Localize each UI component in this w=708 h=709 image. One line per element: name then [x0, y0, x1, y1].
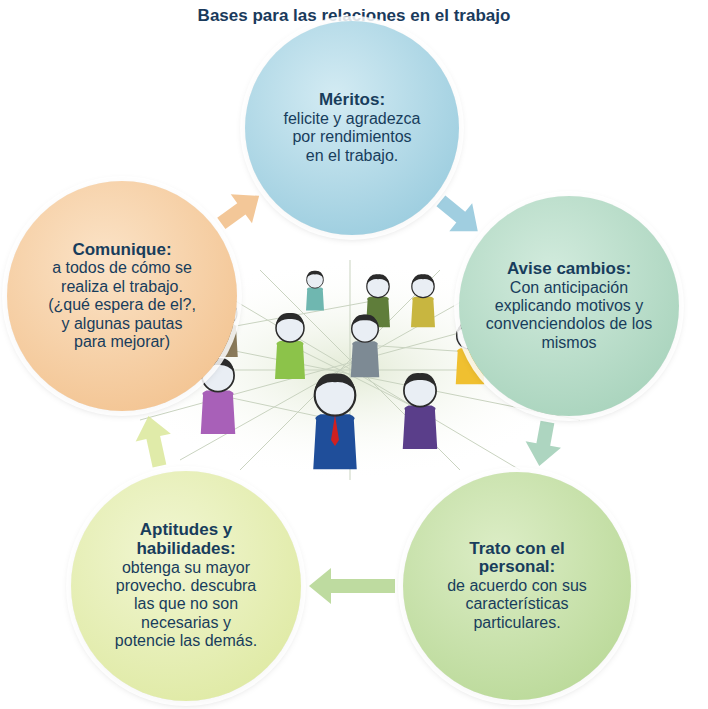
cycle-arrow	[136, 416, 171, 467]
topic-circle: Avise cambios:Con anticipación explicand…	[459, 196, 679, 416]
circle-body: felicite y agradezca por rendimientos en…	[282, 110, 422, 165]
topic-circle: Comunique:a todos de cómo se realiza el …	[7, 181, 237, 411]
circle-body: a todos de cómo se realiza el trabajo. (…	[47, 259, 197, 351]
cycle-arrow	[309, 568, 395, 604]
circle-text: Comunique:a todos de cómo se realiza el …	[47, 241, 197, 352]
cycle-arrow	[217, 194, 259, 229]
circle-body: de acuerdo con sus características parti…	[437, 577, 597, 632]
cycle-arrow	[436, 196, 477, 232]
circle-heading: Trato con el personal:	[437, 540, 597, 577]
circle-heading: Avise cambios:	[485, 260, 653, 279]
circle-text: Aptitudes y habilidades:obtenga su mayor…	[111, 521, 261, 650]
topic-circle: Méritos:felicite y agradezca por rendimi…	[245, 21, 459, 235]
circle-text: Trato con el personal:de acuerdo con sus…	[437, 540, 597, 633]
people	[201, 271, 485, 470]
circle-heading: Aptitudes y habilidades:	[111, 521, 261, 558]
circle-heading: Méritos:	[282, 91, 422, 110]
circle-text: Méritos:felicite y agradezca por rendimi…	[282, 91, 422, 165]
circle-heading: Comunique:	[47, 241, 197, 260]
cycle-arrow	[526, 421, 561, 466]
circle-body: obtenga su mayor provecho. descubra las …	[111, 559, 261, 651]
circle-body: Con anticipación explicando motivos y co…	[485, 279, 653, 353]
topic-circle: Aptitudes y habilidades:obtenga su mayor…	[71, 471, 301, 701]
circle-text: Avise cambios:Con anticipación explicand…	[485, 260, 653, 352]
topic-circle: Trato con el personal:de acuerdo con sus…	[403, 472, 631, 700]
